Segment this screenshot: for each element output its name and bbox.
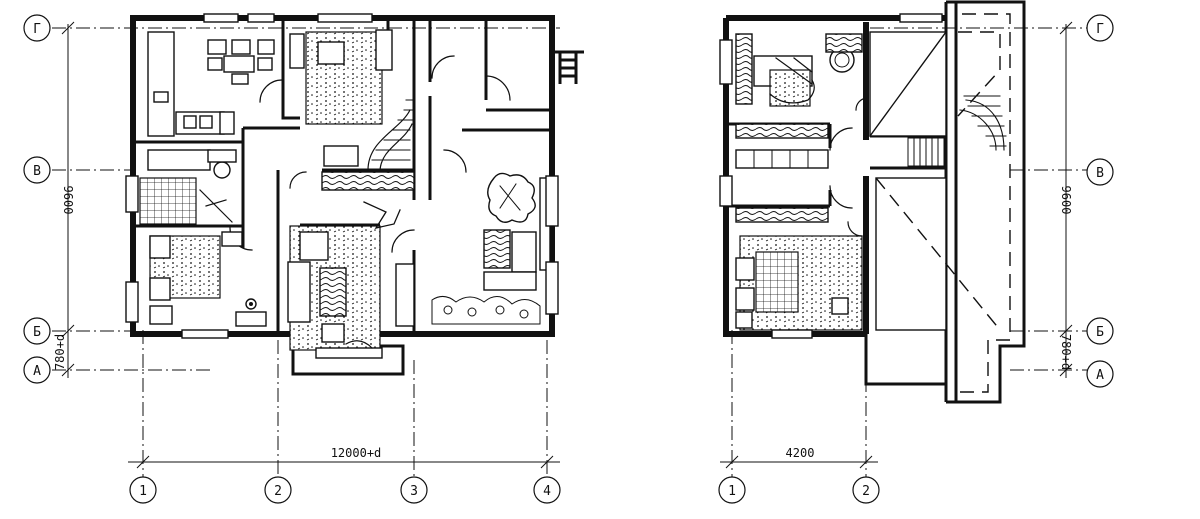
axis-bubble-b-ground [23, 317, 51, 345]
axis-label-b-ground: Б [33, 325, 41, 340]
kitchen [147, 31, 275, 137]
upper-axis-markers: Г В Б А 1 2 [718, 14, 1114, 504]
ground-axis-lines [52, 27, 560, 478]
axis-bubble-2-upper [852, 476, 880, 504]
axis-label-2-ground: 2 [274, 484, 282, 499]
axis-bubble-b-upper [1086, 317, 1114, 345]
upper-dimension-lines [720, 21, 1073, 469]
axis-label-g-ground: Г [33, 22, 41, 37]
axis-label-1-ground: 1 [139, 484, 147, 499]
bathroom [139, 149, 237, 225]
axis-bubble-2-ground [264, 476, 292, 504]
axis-label-1-upper: 1 [728, 484, 736, 499]
axis-label-a-upper: А [1096, 368, 1104, 383]
axis-bubble-a-upper [1086, 360, 1114, 388]
axis-bubble-1-ground [129, 476, 157, 504]
upper-stair-void [869, 31, 1007, 331]
axis-bubble-v-ground [23, 156, 51, 184]
upper-door-swings [829, 97, 867, 237]
axis-bubble-g-ground [23, 14, 51, 42]
dimension-offset-ground: 780+d [53, 334, 67, 370]
axis-label-b-upper: Б [1096, 325, 1104, 340]
dimension-depth-upper: 9600 [1059, 186, 1073, 215]
living-room [287, 201, 415, 359]
upper-windows [719, 13, 943, 339]
dimension-depth-ground: 9600 [61, 186, 75, 215]
axis-label-v-upper: В [1096, 166, 1104, 181]
dimension-offset-upper: 780+d [1059, 334, 1073, 370]
upper-wardrobes [735, 123, 829, 223]
axis-label-4-ground: 4 [543, 484, 551, 499]
axis-bubble-g-upper [1086, 14, 1114, 42]
upper-floor-plan: Г В Б А 1 2 9600 780+d 4200 [718, 0, 1114, 504]
axis-label-2-upper: 2 [862, 484, 870, 499]
axis-bubble-3-ground [400, 476, 428, 504]
axis-label-3-ground: 3 [410, 484, 418, 499]
bedroom-upper-south [735, 235, 863, 331]
axis-bubble-a-ground [23, 356, 51, 384]
dimension-width-upper: 4200 [786, 446, 815, 460]
bedroom-upper-north [735, 33, 863, 107]
axis-bubble-1-upper [718, 476, 746, 504]
axis-label-v-ground: В [33, 164, 41, 179]
dining-room [431, 172, 551, 325]
staircase-ground [321, 99, 415, 191]
axis-label-a-ground: А [33, 364, 41, 379]
ground-windows [125, 13, 559, 339]
hall-room-top [289, 29, 393, 125]
axis-bubble-v-upper [1086, 158, 1114, 186]
axis-bubble-4-ground [533, 476, 561, 504]
ground-dimension-lines [61, 21, 560, 469]
ground-axis-markers: Г В Б А 1 2 3 4 [23, 14, 561, 504]
bedroom-ground [149, 231, 267, 327]
dimension-width-ground: 12000+d [331, 446, 382, 460]
ground-floor-plan: Г В Б А 1 2 3 4 9600 780+d 12000+d [23, 13, 584, 504]
axis-label-g-upper: Г [1096, 22, 1104, 37]
